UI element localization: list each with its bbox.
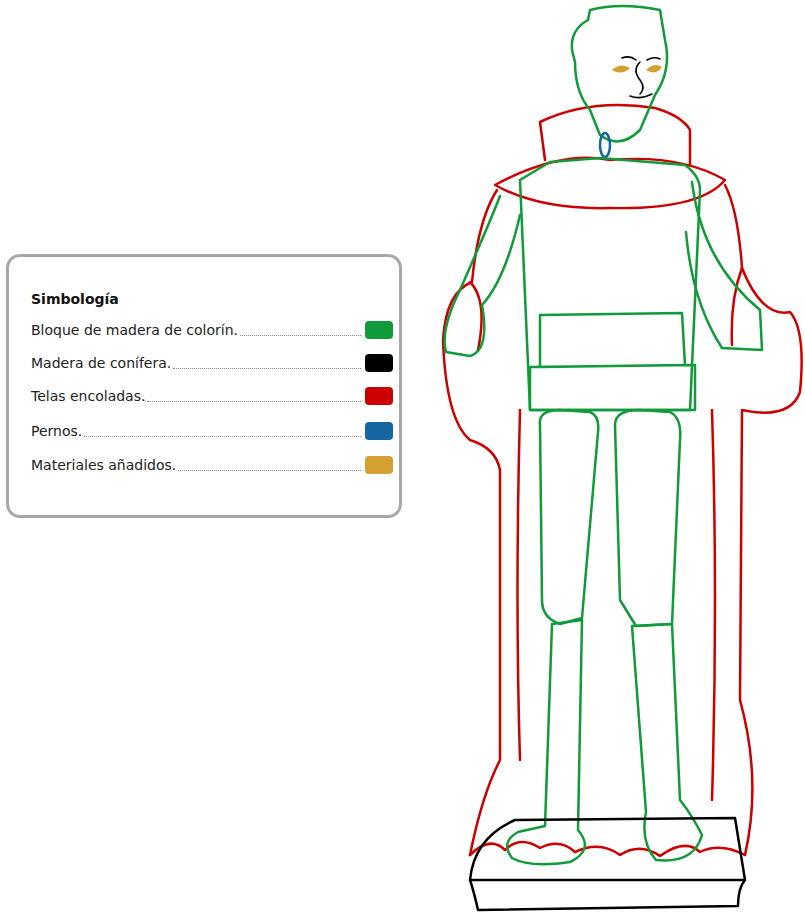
base-conifer [470,818,745,910]
legend-swatch [365,422,393,440]
right-shin-block [632,624,702,860]
head-block [572,6,667,141]
leader-dots [147,401,361,402]
legend-swatch [365,354,393,372]
cloak-outline [443,185,802,855]
legend-title: Simbología [31,291,119,307]
leader-dots [173,368,361,369]
right-arm-block [686,182,762,350]
shoulder-band [495,158,725,208]
legend-row: Materiales añadidos. [31,454,393,474]
legend-row: Bloque de madera de colorín. [31,319,393,339]
left-arm-block [445,196,520,356]
torso-block [520,158,700,410]
right-thigh-block [615,410,680,626]
legend-label: Pernos. [31,422,82,440]
legend-swatch [365,456,393,474]
leader-dots [84,436,361,437]
leader-dots [240,335,361,336]
legend-row: Telas encoladas. [31,385,393,405]
bolt [600,133,610,157]
eye-added [612,65,662,72]
legend-swatch [365,387,393,405]
legend-row: Madera de conífera. [31,352,393,372]
legend-swatch [365,321,393,339]
belt-block [530,313,695,410]
legend-row: Pernos. [31,420,393,440]
left-shin-block [507,620,585,864]
left-thigh-block [540,410,599,624]
cloak-inner [470,268,742,800]
legend-label: Madera de conífera. [31,354,171,372]
legend-label: Materiales añadidos. [31,456,176,474]
legend-label: Bloque de madera de colorín. [31,321,238,339]
collar-outline [540,105,690,165]
cloak-hem [470,842,745,856]
leader-dots [178,470,361,471]
legend-label: Telas encoladas. [31,387,145,405]
legend-panel: SimbologíaBloque de madera de colorín. Ma… [6,254,402,518]
face-lines [622,57,660,98]
statue-outlines [443,6,802,910]
